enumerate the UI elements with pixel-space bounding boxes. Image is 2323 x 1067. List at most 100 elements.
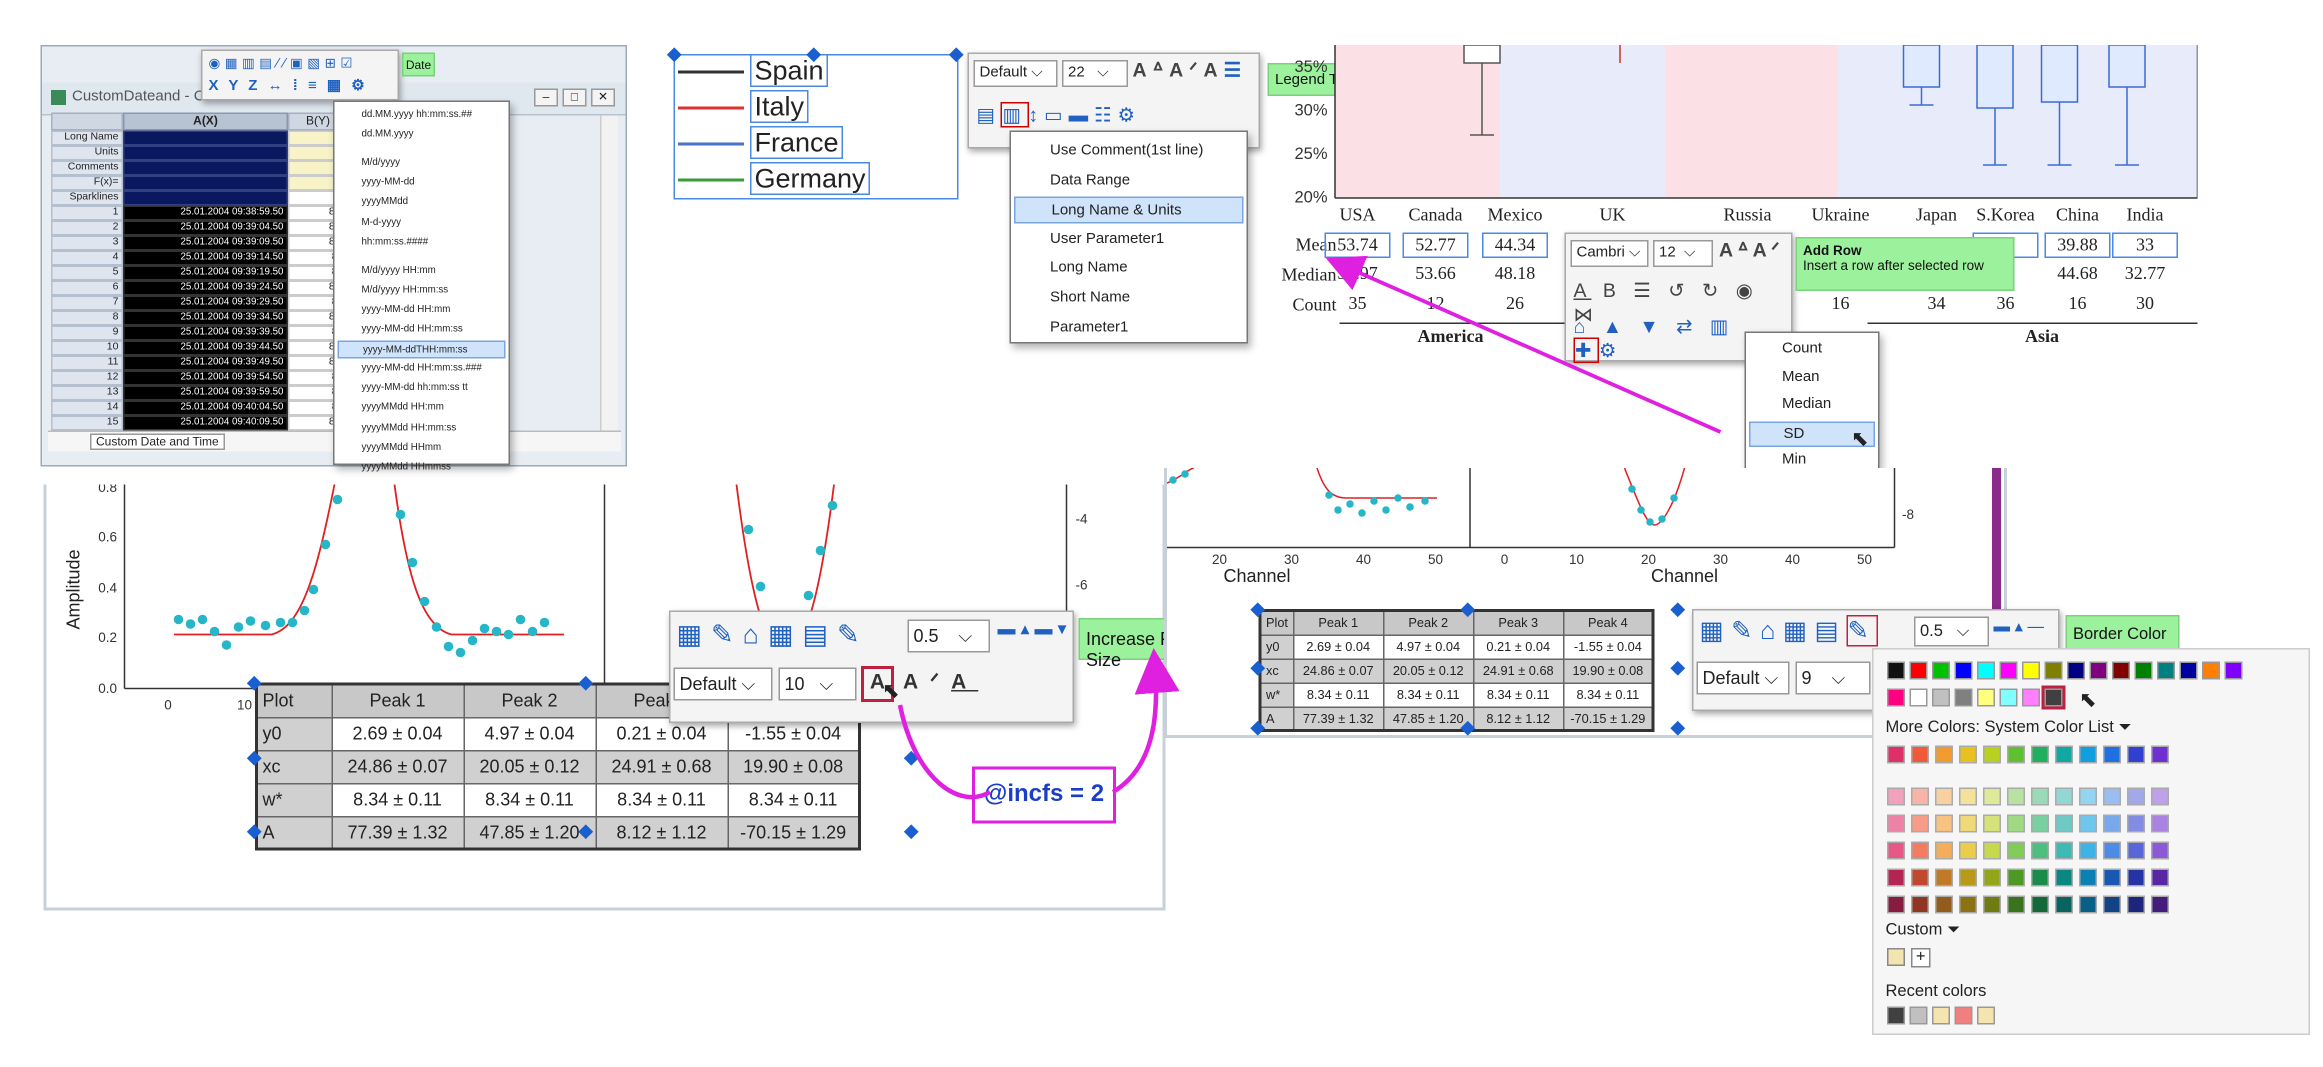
legend-mode-item[interactable]: Short Name [1050,289,1131,307]
stat-cell[interactable]: 44.34 [1482,232,1548,258]
table-cell[interactable]: w* [1259,681,1294,708]
system-color-swatch[interactable] [1983,868,2001,887]
date-format-item[interactable]: yyyyMMdd HHmmss [361,461,451,473]
table-cell[interactable]: 24.86 ± 0.07 [1292,657,1384,684]
recent-color-swatch[interactable] [1977,1006,1995,1025]
standard-color-swatch[interactable] [1887,661,1905,680]
system-color-swatch[interactable] [2007,745,2025,764]
table-cell[interactable]: 47.85 ± 1.20 [462,815,597,850]
statistic-item[interactable]: Median [1782,396,1832,413]
table-cell[interactable]: 2.69 ± 0.04 [1292,633,1384,660]
increase-font-button[interactable]: A [861,666,894,702]
system-color-swatch[interactable] [1959,814,1977,833]
system-color-swatch[interactable] [2103,895,2121,914]
border-font-select[interactable]: Default ⌵ [1696,661,1790,695]
font-buttons[interactable]: AᐟA [903,669,979,693]
date-cell[interactable]: 25.01.2004 09:39:59.50 [123,385,288,401]
date-cell[interactable]: 25.01.2004 09:39:24.50 [123,280,288,296]
date-format-item[interactable]: yyyy-MM-dd [361,177,415,188]
header-cell[interactable] [123,190,288,206]
date-cell[interactable]: 25.01.2004 09:40:04.50 [123,400,288,416]
stat-cell[interactable]: 36 [1996,292,2015,314]
legend-item[interactable]: Italy [750,90,809,123]
recent-color-swatch[interactable] [1887,1006,1905,1025]
system-color-swatch[interactable] [1911,868,1929,887]
graph-size-select[interactable]: 10 ⌵ [778,667,857,701]
date-cell[interactable]: 25.01.2004 09:39:14.50 [123,250,288,266]
legend-mode-item[interactable]: Long Name & Units [1014,196,1244,224]
table-cell[interactable]: -70.15 ± 1.29 [1562,705,1654,732]
system-color-swatch[interactable] [2127,841,2145,860]
table-font-buttons[interactable]: AᐞAᐟ [1719,238,1785,262]
border-style-buttons[interactable]: ▬ ▴ — [1993,618,2044,636]
legend-toolbar-row2[interactable]: ▤▥↕▭▬☷⚙ [976,102,1142,128]
standard-color-swatch[interactable] [2022,688,2040,707]
system-color-swatch[interactable] [2055,895,2073,914]
date-format-item[interactable]: yyyy-MM-dd HH:mm:ss.### [361,363,482,374]
standard-color-swatch[interactable] [1954,688,1973,707]
table-cell[interactable]: 8.34 ± 0.11 [462,782,597,817]
system-color-swatch[interactable] [2151,787,2169,806]
standard-color-swatch[interactable] [2089,661,2108,680]
date-format-item[interactable]: M/d/yyyy [361,157,400,169]
system-color-swatch[interactable] [2103,745,2121,764]
date-format-item[interactable]: yyyyMMdd HHmm [361,441,442,453]
border-width-select[interactable]: 0.5 ⌵ [1914,616,1989,647]
system-color-swatch[interactable] [2055,745,2073,764]
date-cell[interactable]: 25.01.2004 09:39:54.50 [123,370,288,386]
table-header-cell[interactable]: Plot [1259,609,1294,636]
date-format-item[interactable]: yyyyMMdd [361,197,409,208]
table-cell[interactable]: 77.39 ± 1.32 [330,815,465,850]
stat-cell[interactable]: 35 [1348,292,1367,314]
table-cell[interactable]: 47.85 ± 1.20 [1382,705,1474,732]
stat-cell[interactable]: 44.68 [2057,262,2098,284]
table-cell[interactable]: 8.34 ± 0.11 [1562,681,1654,708]
add-custom-color-button[interactable]: + [1911,948,1931,968]
date-format-item[interactable]: yyyyMMdd HH:mm:ss [361,422,457,433]
statistic-item[interactable]: Count [1782,340,1823,358]
table-cell[interactable]: -1.55 ± 0.04 [1562,633,1654,660]
legend-item[interactable]: France [750,126,844,159]
date-format-item[interactable]: M/d/yyyy HH:mm [361,265,436,276]
table-font-select[interactable]: Cambri ⌵ [1570,240,1649,267]
system-color-swatch[interactable] [1935,745,1953,764]
table-cell[interactable]: 24.91 ± 0.68 [1472,657,1564,684]
system-color-swatch[interactable] [2079,787,2097,806]
system-color-swatch[interactable] [1935,868,1953,887]
system-color-swatch[interactable] [1959,895,1977,914]
stat-cell[interactable]: 34 [1927,292,1946,314]
table-cell[interactable]: 8.34 ± 0.11 [594,782,729,817]
table-header-cell[interactable]: Peak 4 [1562,609,1654,636]
system-color-swatch[interactable] [1983,895,2001,914]
system-color-swatch[interactable] [2007,868,2025,887]
system-color-swatch[interactable] [1959,841,1977,860]
recent-color-swatch[interactable] [1954,1006,1973,1025]
system-color-swatch[interactable] [1983,814,2001,833]
system-color-swatch[interactable] [2151,841,2169,860]
graph-toolbar-icons[interactable]: ▦✎⌂▦▤✎ [676,619,869,650]
date-format-item[interactable]: dd.MM.yyyy hh:mm:ss.## [361,109,473,121]
system-color-swatch[interactable] [2151,745,2169,764]
header-cell[interactable] [123,175,288,191]
system-color-swatch[interactable] [1959,868,1977,887]
standard-color-swatch[interactable] [2067,661,2085,680]
date-cell[interactable]: 25.01.2004 09:39:44.50 [123,340,288,356]
statistic-item[interactable]: Min [1782,451,1807,469]
legend-mode-item[interactable]: Long Name [1050,260,1128,277]
standard-color-swatch[interactable] [1999,688,2018,707]
system-color-swatch[interactable] [2055,814,2073,833]
date-cell[interactable]: 25.01.2004 09:39:09.50 [123,235,288,251]
line-style-buttons[interactable]: ▬ ▴ ▬ ▾ [997,618,1067,639]
legend-font-select[interactable]: Default ⌵ [973,60,1058,87]
standard-color-swatch[interactable] [1999,661,2018,680]
standard-color-swatch[interactable] [1909,661,1928,680]
system-color-swatch[interactable] [2031,814,2049,833]
table-cell[interactable]: y0 [1259,633,1294,660]
stat-cell[interactable]: 33 [2112,232,2178,258]
date-cell[interactable]: 25.01.2004 09:39:04.50 [123,220,288,236]
standard-color-swatch[interactable] [2157,661,2175,680]
stat-cell[interactable]: 30 [2136,292,2154,314]
date-cell[interactable]: 25.01.2004 09:38:59.50 [123,205,288,221]
date-cell[interactable]: 25.01.2004 09:39:39.50 [123,325,288,341]
